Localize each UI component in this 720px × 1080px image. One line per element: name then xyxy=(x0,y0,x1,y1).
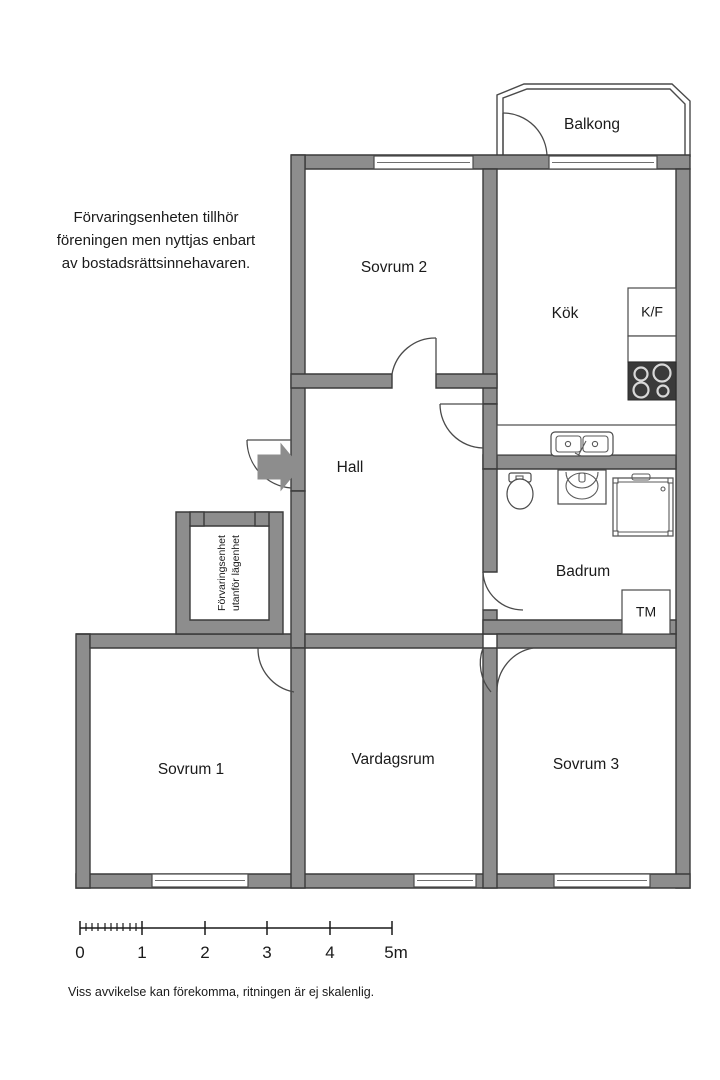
wall-kok-bottom xyxy=(482,454,677,470)
washing-machine-label: TM xyxy=(636,604,656,620)
room-labels: Sovrum 2 Kök Hall Badrum Sovrum 1 Vardag… xyxy=(158,259,619,778)
bathroom-fixtures: TM xyxy=(506,469,674,635)
scale-tick-2: 2 xyxy=(200,943,209,962)
wall-sovrum3-top xyxy=(496,633,677,649)
wall-vardagsrum-top xyxy=(304,633,484,649)
storage-notch-right xyxy=(254,511,270,527)
toilet-icon xyxy=(506,472,534,510)
room-label-sovrum2: Sovrum 2 xyxy=(361,259,427,276)
wall-hall-left xyxy=(290,490,306,649)
fridge-freezer-label: K/F xyxy=(641,304,663,320)
wall-sovrum1-top xyxy=(76,633,306,649)
window-vardagsrum xyxy=(413,873,477,888)
door-sovrum1[interactable] xyxy=(257,647,295,693)
window-kok xyxy=(548,155,658,170)
storage-label-line-1: Förvaringsenhet xyxy=(216,535,228,611)
door-kok[interactable] xyxy=(439,403,484,449)
note-line-1: Förvaringsenheten tillhör xyxy=(73,209,238,226)
room-label-sovrum3: Sovrum 3 xyxy=(553,756,619,773)
wall-right xyxy=(675,168,691,889)
ownership-note: Förvaringsenheten tillhör föreningen men… xyxy=(57,209,256,272)
scale-tick-0: 0 xyxy=(75,943,84,962)
shower-icon xyxy=(612,473,674,537)
entrance-arrow-icon xyxy=(257,442,301,492)
balcony-door[interactable] xyxy=(502,112,548,158)
kitchen-sink-icon xyxy=(550,431,614,457)
storage-unit-walls xyxy=(175,511,284,635)
room-label-badrum: Badrum xyxy=(556,563,610,580)
scale-tick-1: 1 xyxy=(137,943,146,962)
scale-tick-3: 3 xyxy=(262,943,271,962)
scale-tick-4: 4 xyxy=(325,943,334,962)
room-label-vardagsrum: Vardagsrum xyxy=(351,751,434,768)
scale-tick-5: 5m xyxy=(384,943,408,962)
wall-sovrum2-bottom-left xyxy=(290,373,393,389)
wall-left-upper xyxy=(290,154,306,492)
wall-vardagsrum-sovrum3 xyxy=(482,647,498,889)
door-sovrum3[interactable] xyxy=(496,647,534,693)
wall-hall-bathroom xyxy=(482,468,498,573)
room-label-kok: Kök xyxy=(552,305,579,322)
storage-notch-left xyxy=(189,511,205,527)
window-sovrum3 xyxy=(553,873,651,888)
room-label-hall: Hall xyxy=(337,459,364,476)
kitchen-fixtures: K/F xyxy=(496,287,677,457)
storage-unit: Förvaringsenhet utanför lägenhet xyxy=(175,511,284,635)
wall-hall-right-upper xyxy=(482,403,498,470)
wall-sovrum2-bottom-right xyxy=(435,373,498,389)
washbasin-icon xyxy=(557,469,607,505)
storage-label-line-2: utanför lägenhet xyxy=(230,535,242,611)
windows xyxy=(151,155,658,888)
room-balkong: Balkong xyxy=(496,83,691,157)
interior-walls xyxy=(290,168,677,889)
note-line-3: av bostadsrättsinnehavaren. xyxy=(62,255,250,272)
fridge-freezer: K/F xyxy=(627,287,677,337)
door-sovrum2[interactable] xyxy=(391,337,437,375)
balcony-outer-wall xyxy=(496,83,691,157)
wall-left-lower xyxy=(75,633,91,889)
note-line-2: föreningen men nyttjas enbart xyxy=(57,232,256,249)
door-vardagsrum[interactable] xyxy=(479,647,492,693)
balcony-inner-wall xyxy=(502,88,686,157)
room-label-sovrum1: Sovrum 1 xyxy=(158,761,224,778)
washing-machine: TM xyxy=(621,589,671,635)
kitchen-counter xyxy=(627,335,677,363)
window-sovrum1 xyxy=(151,873,249,888)
door-badrum[interactable] xyxy=(482,571,524,611)
window-sovrum2 xyxy=(373,155,474,170)
scale-bar: 0 1 2 3 4 5m xyxy=(75,921,408,962)
wall-sovrum2-kok xyxy=(482,168,498,405)
room-label-balkong: Balkong xyxy=(564,116,620,133)
disclaimer-text: Viss avvikelse kan förekomma, ritningen … xyxy=(68,985,374,999)
stove-icon xyxy=(627,361,677,401)
wall-sovrum1-vardagsrum xyxy=(290,647,306,889)
